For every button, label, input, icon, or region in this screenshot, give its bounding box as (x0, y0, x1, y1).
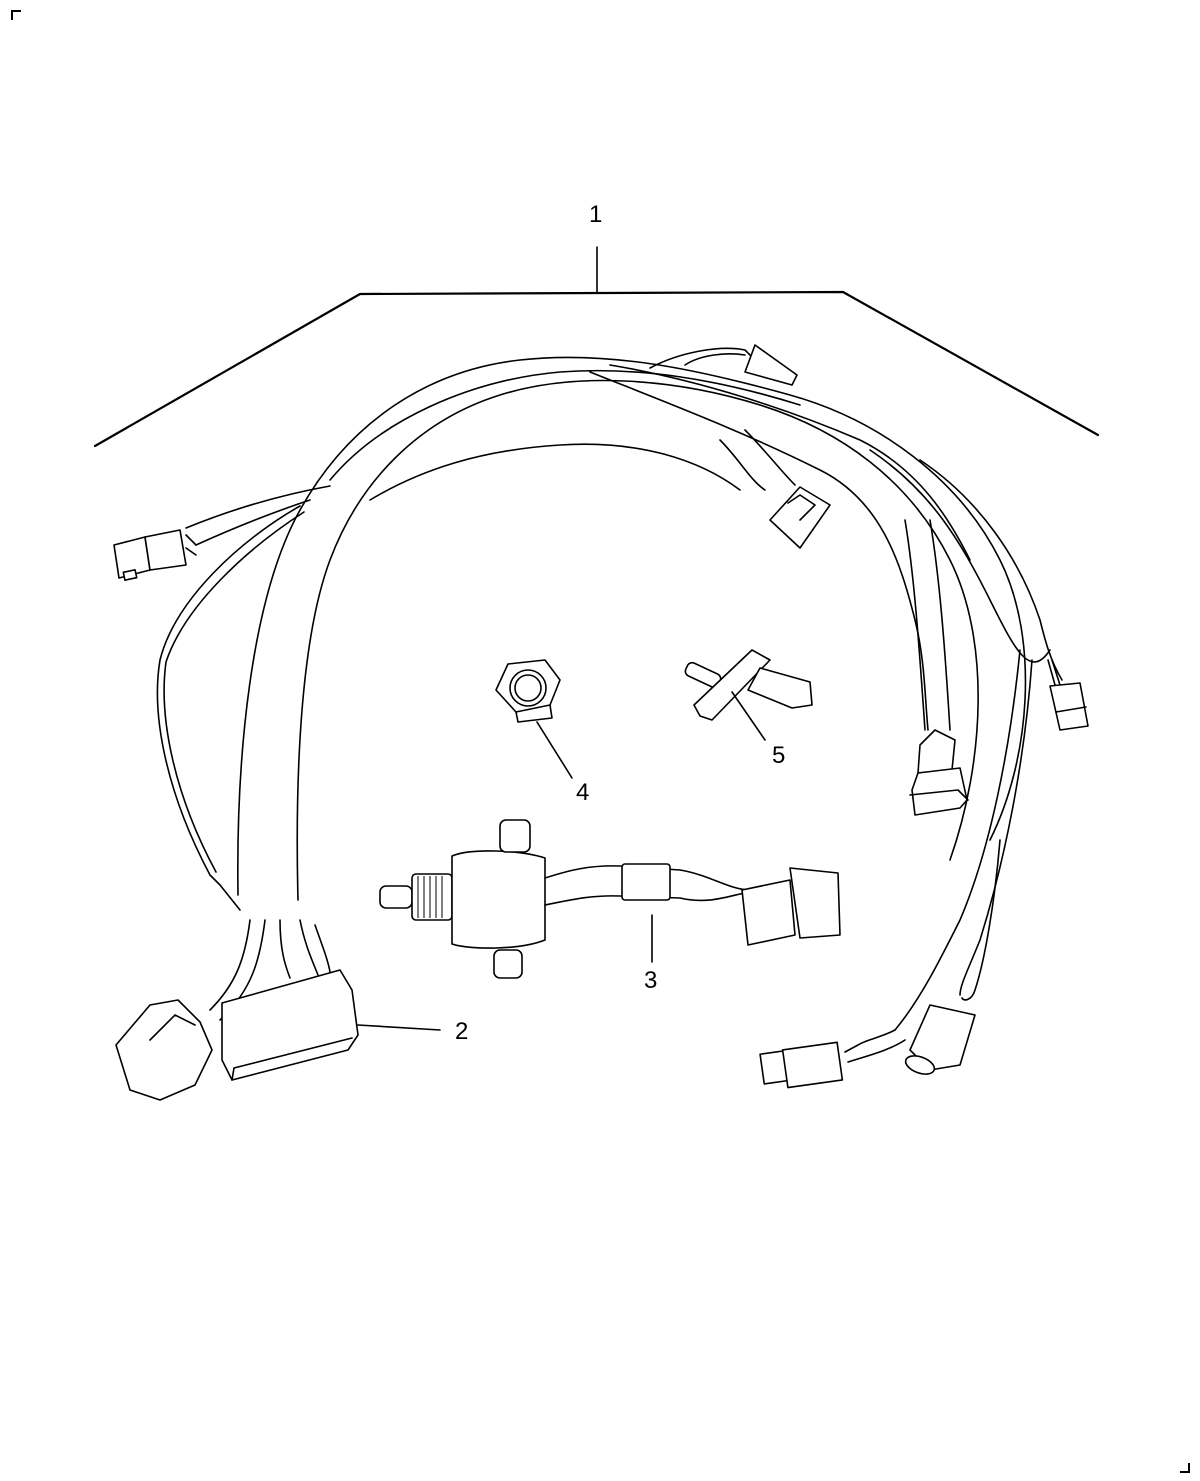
callout-3[interactable]: 3 (644, 967, 658, 994)
item-5-bracket (684, 649, 813, 721)
harness-center-connector (719, 429, 831, 549)
crop-mark-bottom-right (1180, 1463, 1190, 1473)
leader-lines (357, 691, 766, 1031)
item-3-switch (379, 819, 841, 979)
harness-bottom-connectors (759, 1004, 976, 1089)
item-2-connector (115, 919, 359, 1101)
harness-right-connector-b (1047, 659, 1089, 731)
harness-right-connector-a (904, 519, 969, 816)
harness-left-connector (113, 485, 331, 581)
item-4-hex-nut (495, 659, 561, 723)
callout-1[interactable]: 1 (589, 201, 603, 228)
callout-5[interactable]: 5 (772, 742, 786, 769)
callout-4[interactable]: 4 (576, 779, 590, 806)
harness-top-connector (649, 344, 798, 386)
assembly-bracket (93, 246, 1100, 448)
harness-thin-wire (156, 505, 305, 911)
callout-2[interactable]: 2 (455, 1018, 469, 1045)
crop-mark-top-left (11, 10, 21, 20)
harness-main-trunk (237, 356, 1063, 1031)
